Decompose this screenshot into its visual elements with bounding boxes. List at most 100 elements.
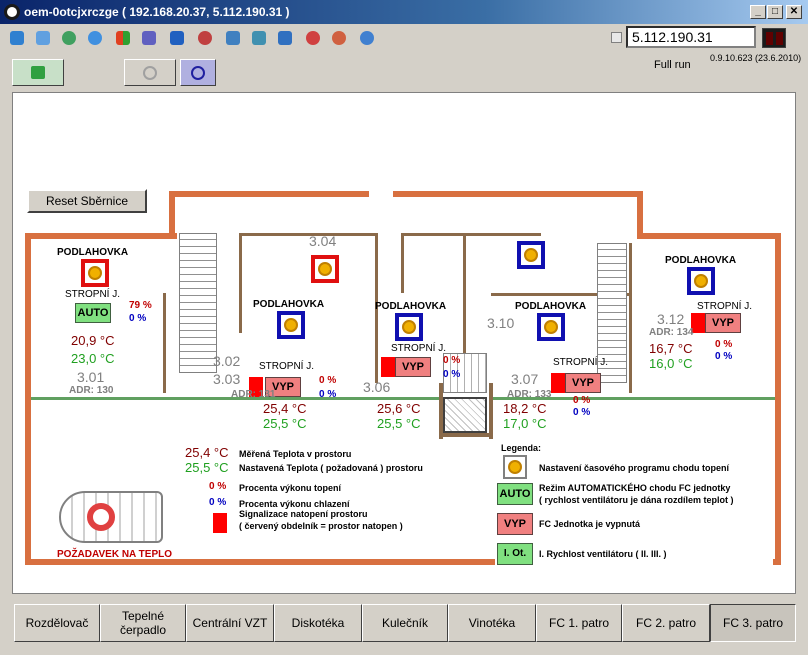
room-301-set-temp: 23,0 °C — [71, 351, 115, 366]
room-301-heating-label: PODLAHOVKA — [57, 247, 129, 258]
room-306-schedule-icon[interactable] — [395, 313, 423, 341]
legend-schedule-text: Nastavení časového programu chodu topení — [539, 463, 730, 473]
legend-auto-text-2: ( rychlost ventilátoru je dána rozdílem … — [539, 495, 734, 505]
room-306-fc-button[interactable]: VYP — [395, 357, 431, 377]
room-312-heated-flag — [691, 313, 705, 333]
tab-tepelne-cerpadlo[interactable]: Tepelné čerpadlo — [100, 604, 186, 642]
target-icon[interactable] — [302, 27, 324, 49]
clock-icon — [191, 66, 205, 80]
windows-icon[interactable] — [112, 27, 134, 49]
tab-diskoteka[interactable]: Diskotéka — [274, 604, 362, 642]
room-312-measured-temp: 16,7 °C — [649, 341, 693, 356]
ip-address-field[interactable]: 5.112.190.31 — [626, 26, 756, 48]
legend-heat-text: Procenta výkonu topení — [239, 483, 342, 493]
settings-icon[interactable] — [194, 27, 216, 49]
room-301-cool-pct: 0 % — [129, 313, 147, 324]
room-302-schedule-icon[interactable] — [277, 311, 305, 339]
info-icon[interactable] — [166, 27, 188, 49]
bathroom-schedule-icon[interactable] — [517, 241, 545, 269]
room-301-measured-temp: 20,9 °C — [71, 333, 115, 348]
tab-kulecnik[interactable]: Kulečník — [362, 604, 448, 642]
legend-cool-sample: 0 % — [209, 497, 227, 508]
legend-measured-sample: 25,4 °C — [185, 445, 229, 460]
room-307-address: ADR: 133 — [507, 389, 552, 400]
room-312-heating-label: PODLAHOVKA — [665, 255, 737, 266]
checkbox[interactable] — [611, 32, 622, 43]
room-302-fc-button[interactable]: VYP — [265, 377, 301, 397]
room-306-heat-pct: 0 % — [443, 355, 461, 366]
lifebuoy-icon — [87, 503, 115, 531]
room-307-fc-button[interactable]: VYP — [565, 373, 601, 393]
clock-button[interactable] — [180, 59, 216, 86]
legend-measured-text: Měřená Teplota v prostoru — [239, 449, 352, 459]
room-312-address: ADR: 134 — [649, 327, 694, 338]
legend-panel: Legenda: Nastavení časového programu cho… — [495, 439, 773, 579]
floor-plan-canvas: Reset Sběrnice PODLAHOVKA STROPNÍ J. AUT… — [12, 92, 796, 594]
legend-set-text: Nastavená Teplota ( požadovaná ) prostor… — [239, 463, 423, 473]
lock-button[interactable] — [12, 59, 64, 86]
tab-vinoteka[interactable]: Vinotéka — [448, 604, 536, 642]
legend-set-sample: 25,5 °C — [185, 460, 229, 475]
close-button[interactable]: ✕ — [786, 5, 802, 19]
tab-rozdelovac[interactable]: Rozdělovač — [14, 604, 100, 642]
elevator-icon — [443, 397, 487, 433]
title-bar[interactable]: oem-0otcjxrczge ( 192.168.20.37, 5.112.1… — [0, 0, 808, 24]
window-icon[interactable] — [32, 27, 54, 49]
reset-bus-button[interactable]: Reset Sběrnice — [27, 189, 147, 213]
room-312-cool-pct: 0 % — [715, 351, 733, 362]
room-306-name: 3.06 — [363, 379, 391, 395]
room-307-heated-flag — [551, 373, 565, 393]
legend-cool-text: Procenta výkonu chlazení — [239, 499, 350, 509]
minimize-button[interactable]: _ — [750, 5, 766, 19]
power-button[interactable] — [124, 59, 176, 86]
tab-fc-2-patro[interactable]: FC 2. patro — [622, 604, 710, 642]
room-312-set-temp: 16,0 °C — [649, 356, 693, 371]
refresh-icon[interactable] — [84, 27, 106, 49]
maximize-button[interactable]: □ — [767, 5, 783, 19]
room-312-schedule-icon[interactable] — [687, 267, 715, 295]
room-301-auto-button[interactable]: AUTO — [75, 303, 111, 323]
connect-icon[interactable] — [6, 27, 28, 49]
status-indicator — [762, 28, 786, 48]
export-icon[interactable] — [274, 27, 296, 49]
room-306-heated-flag — [381, 357, 395, 377]
legend-speed-sample: I. Ot. — [497, 543, 533, 565]
legend-flag-text-2: ( červený obdelník = prostor natopen ) — [239, 521, 403, 531]
room-307-cool-pct: 0 % — [573, 407, 591, 418]
version-label: 0.9.10.623 (23.6.2010) — [710, 53, 802, 63]
legend-auto-sample: AUTO — [497, 483, 533, 505]
legend-heat-sample: 0 % — [209, 481, 227, 492]
tab-centralni-vzt[interactable]: Centrální VZT — [186, 604, 274, 642]
wrench-icon[interactable] — [248, 27, 270, 49]
legend-vyp-text: FC Jednotka je vypnutá — [539, 519, 641, 529]
tab-fc-3-patro[interactable]: FC 3. patro — [710, 604, 796, 642]
room-302-heating-label: PODLAHOVKA — [253, 299, 325, 310]
room-312-fc-button[interactable]: VYP — [705, 313, 741, 333]
room-304-schedule-icon[interactable] — [311, 255, 339, 283]
legend-auto-text: Režim AUTOMATICKÉHO chodu FC jednotky — [539, 483, 731, 493]
room-307-heating-label: PODLAHOVKA — [515, 301, 587, 312]
room-307-fc-label: STROPNÍ J. — [553, 357, 609, 368]
globe-icon[interactable] — [58, 27, 80, 49]
spellcheck-icon[interactable] — [138, 27, 160, 49]
legend-schedule-icon — [503, 455, 527, 479]
room-301-schedule-icon[interactable] — [81, 259, 109, 287]
tools-icon[interactable] — [222, 27, 244, 49]
crosshair-icon[interactable] — [328, 27, 350, 49]
window-title: oem-0otcjxrczge ( 192.168.20.37, 5.112.1… — [24, 5, 290, 19]
room-306-fc-label: STROPNÍ J. — [391, 343, 447, 354]
legend-vyp-sample: VYP — [497, 513, 533, 535]
room-306-cool-pct: 0 % — [443, 369, 461, 380]
room-307-schedule-icon[interactable] — [537, 313, 565, 341]
tab-fc-1-patro[interactable]: FC 1. patro — [536, 604, 622, 642]
room-307-set-temp: 17,0 °C — [503, 416, 547, 431]
room-307-measured-temp: 18,2 °C — [503, 401, 547, 416]
room-306-measured-temp: 25,6 °C — [377, 401, 421, 416]
lock-icon — [31, 66, 45, 79]
legend-title: Legenda: — [501, 443, 542, 453]
wave-icon[interactable] — [356, 27, 378, 49]
room-302-heat-pct: 0 % — [319, 375, 337, 386]
room-304-name: 3.04 — [309, 233, 337, 249]
heat-request-label: POŽADAVEK NA TEPLO — [57, 549, 173, 560]
room-302-address: ADR: 131 — [231, 389, 276, 400]
